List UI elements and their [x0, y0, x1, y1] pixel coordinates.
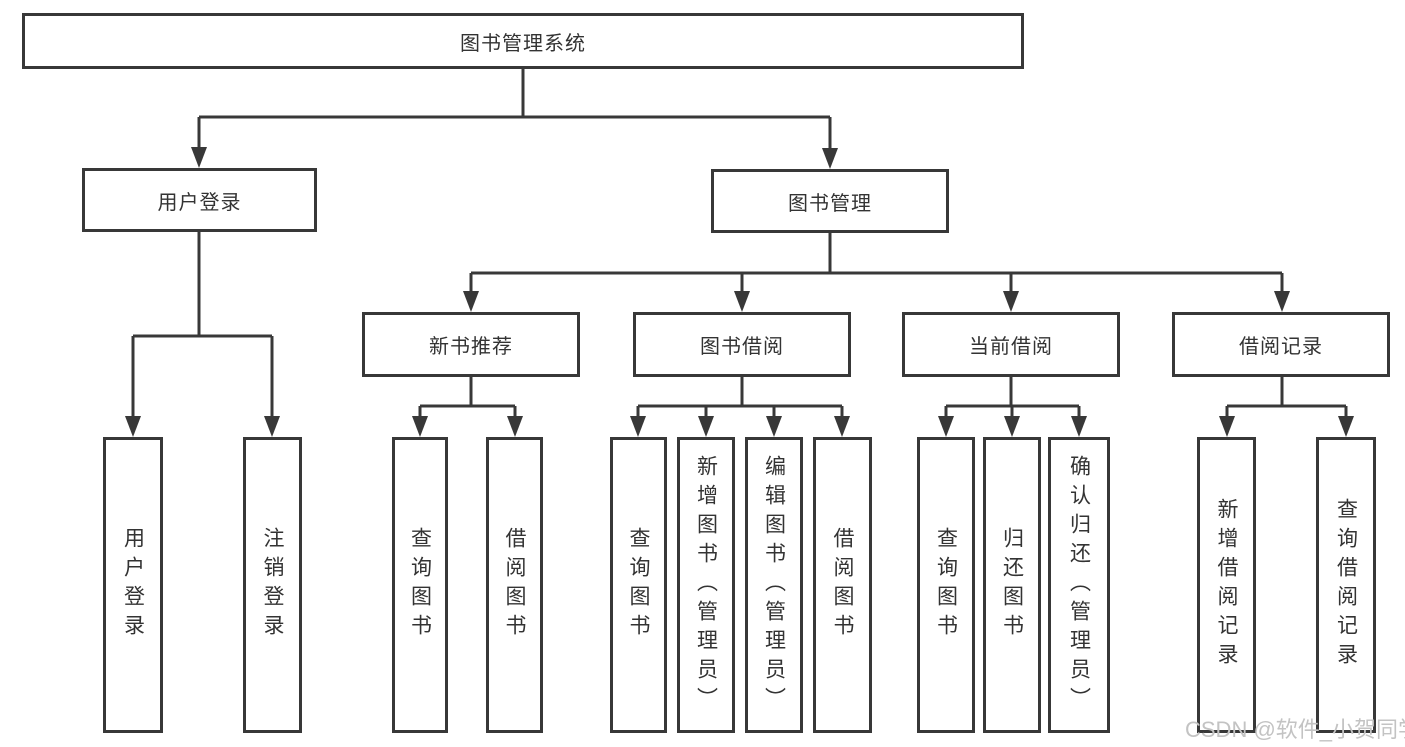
node-label: 用户登录	[121, 527, 145, 643]
node-label: 归还图书	[1000, 527, 1024, 643]
node-leaf-borrow-books-2: 借阅图书	[813, 437, 872, 733]
node-root: 图书管理系统	[22, 13, 1024, 69]
node-label: 查询图书	[934, 527, 958, 643]
node-leaf-logout: 注销登录	[243, 437, 302, 733]
node-label: 新书推荐	[429, 336, 513, 358]
node-label: 借阅图书	[831, 527, 854, 643]
node-leaf-query-books-2: 查询图书	[610, 437, 667, 733]
node-book-mgmt: 图书管理	[711, 169, 949, 233]
node-label: 查询借阅记录	[1334, 498, 1358, 672]
node-label: 当前借阅	[969, 336, 1053, 358]
node-leaf-query-books-1: 查询图书	[392, 437, 448, 733]
node-label: 注销登录	[261, 527, 284, 643]
node-label: 图书管理	[788, 192, 872, 215]
node-leaf-borrow-books-1: 借阅图书	[486, 437, 543, 733]
node-borrow-records: 借阅记录	[1172, 312, 1390, 377]
csdn-watermark: CSDN @软件_小贺同学	[1185, 717, 1405, 742]
node-label: 编辑图书（管理员）	[762, 454, 786, 716]
node-label: 新增图书（管理员）	[694, 454, 718, 716]
node-label: 新增借阅记录	[1215, 498, 1238, 672]
node-leaf-confirm-return: 确认归还（管理员）	[1048, 437, 1110, 733]
node-user-login: 用户登录	[82, 168, 317, 232]
node-leaf-edit-books: 编辑图书（管理员）	[745, 437, 803, 733]
node-leaf-return-books: 归还图书	[983, 437, 1041, 733]
node-book-borrow: 图书借阅	[633, 312, 851, 377]
connector-current-borrow-to-leaves	[938, 377, 1087, 437]
node-leaf-query-borrow-record: 查询借阅记录	[1316, 437, 1376, 733]
node-leaf-user-login: 用户登录	[103, 437, 163, 733]
connector-book-borrow-to-leaves	[630, 377, 850, 437]
connector-root-to-level2	[191, 69, 838, 169]
node-label: 查询图书	[408, 527, 432, 643]
node-label: 查询图书	[627, 527, 650, 643]
node-label: 借阅图书	[503, 527, 526, 643]
node-new-book-rec: 新书推荐	[362, 312, 580, 377]
node-label: 图书借阅	[700, 336, 784, 358]
node-leaf-query-books-3: 查询图书	[917, 437, 975, 733]
connector-book-mgmt-to-level3	[463, 233, 1290, 312]
node-leaf-add-books: 新增图书（管理员）	[677, 437, 735, 733]
node-label: 图书管理系统	[460, 32, 586, 55]
connector-new-book-rec-to-leaves	[412, 377, 523, 437]
connector-user-login-to-leaves	[125, 232, 280, 437]
node-leaf-add-borrow-record: 新增借阅记录	[1197, 437, 1256, 733]
node-label: 确认归还（管理员）	[1067, 454, 1091, 716]
connector-borrow-records-to-leaves	[1219, 377, 1354, 437]
node-label: 借阅记录	[1239, 336, 1323, 358]
node-label: 用户登录	[157, 191, 242, 214]
node-current-borrow: 当前借阅	[902, 312, 1120, 377]
